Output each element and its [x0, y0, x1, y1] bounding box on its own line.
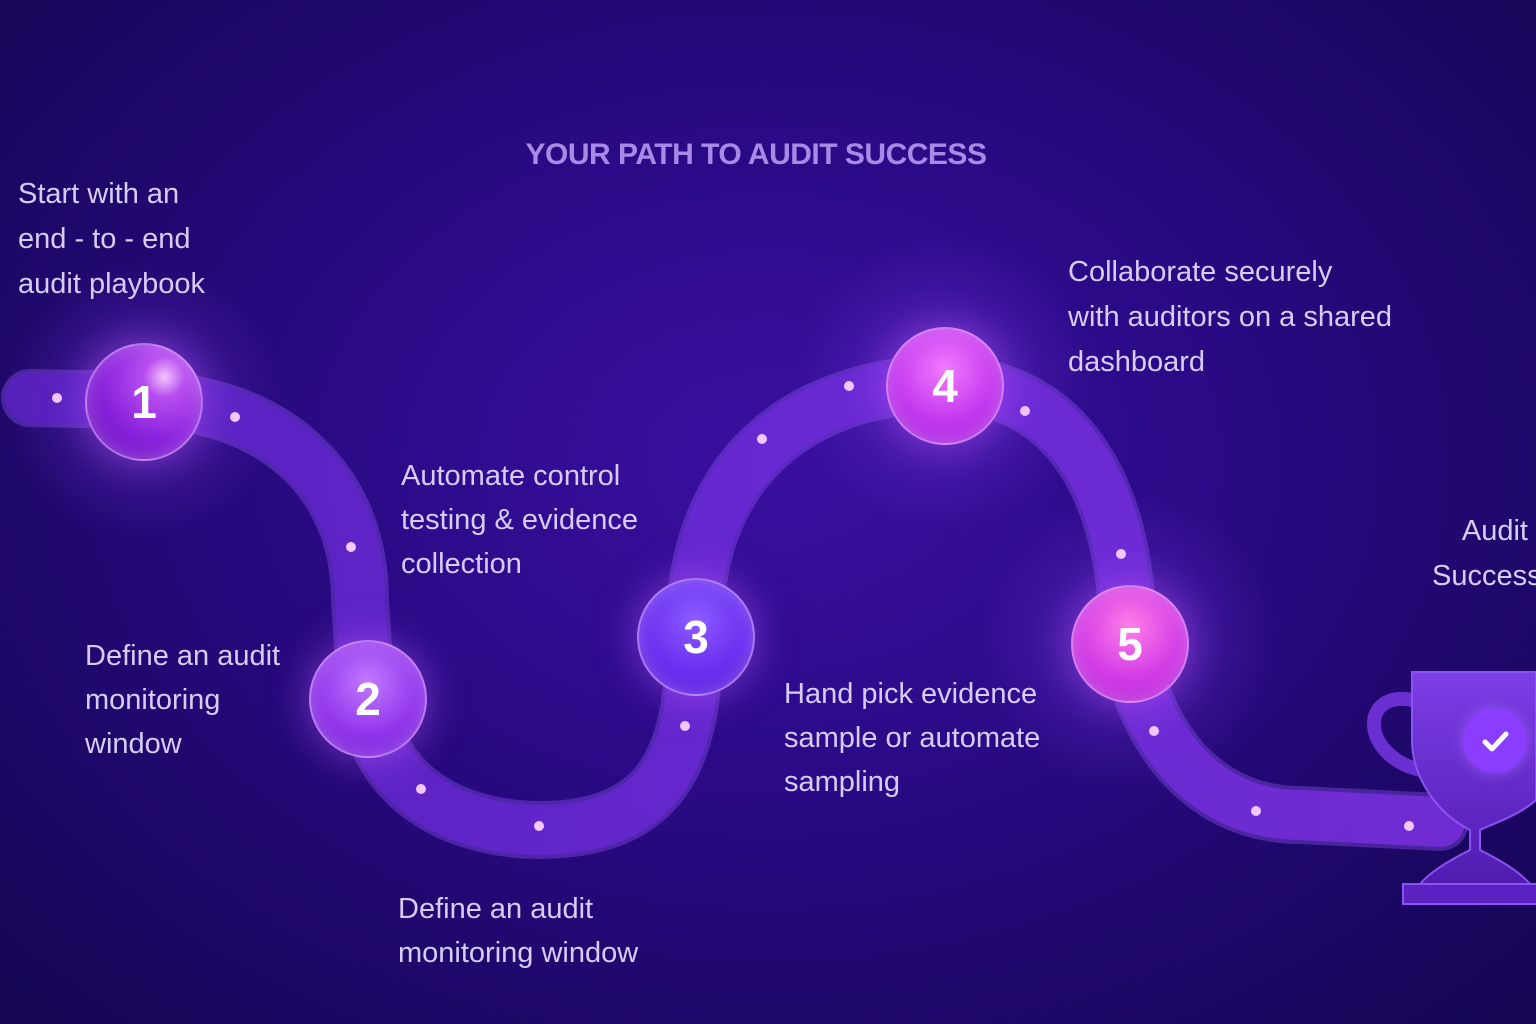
step-3-node: 3: [637, 578, 755, 696]
step-5-label: Hand pick evidence sample or automate sa…: [784, 672, 1040, 804]
track-dot: [1020, 406, 1030, 416]
trophy-icon: [1367, 671, 1536, 905]
track-dot: [346, 542, 356, 552]
track-dot: [680, 721, 690, 731]
label-line: Define an audit: [85, 640, 281, 672]
label-line: Audit: [1461, 515, 1528, 547]
label-line: end - to - end: [18, 223, 191, 255]
extra-label: Define an audit monitoring window: [398, 887, 638, 975]
track-dot: [1404, 821, 1414, 831]
track-dot: [534, 821, 544, 831]
label-line: Hand pick evidence: [784, 678, 1038, 710]
track-dot: [416, 784, 426, 794]
track-dot: [230, 412, 240, 422]
track-dot: [1251, 806, 1261, 816]
label-line: sampling: [784, 766, 901, 798]
goal-label: Audit Success: [1432, 509, 1536, 599]
label-line: sample or automate: [784, 722, 1041, 754]
page-title: YOUR PATH TO AUDIT SUCCESS: [525, 138, 987, 171]
step-3-label: Automate control testing & evidence coll…: [401, 454, 638, 586]
label-line: Start with an: [18, 178, 180, 210]
step-number: 5: [1117, 618, 1143, 670]
step-4-label: Collaborate securely with auditors on a …: [1068, 250, 1392, 385]
label-line: Success: [1432, 560, 1536, 592]
track-dot: [1149, 726, 1159, 736]
step-number: 3: [683, 611, 709, 663]
step-number: 4: [932, 360, 958, 412]
step-1-node: 1: [85, 343, 203, 461]
step-2-node: 2: [309, 640, 427, 758]
step-5-node: 5: [1071, 585, 1189, 703]
label-line: Define an audit: [398, 893, 594, 925]
track-dot: [52, 393, 62, 403]
step-1-label: Start with an end - to - end audit playb…: [18, 172, 205, 307]
label-line: dashboard: [1068, 346, 1206, 378]
track-dot: [757, 434, 767, 444]
label-line: audit playbook: [18, 268, 206, 300]
label-line: monitoring window: [398, 937, 639, 969]
label-line: with auditors on a shared: [1068, 301, 1393, 333]
label-line: monitoring: [85, 684, 221, 716]
label-line: Collaborate securely: [1068, 256, 1333, 288]
checkmark-icon: [1463, 709, 1527, 773]
track-dots: [52, 381, 1414, 831]
label-line: Automate control: [401, 460, 621, 492]
label-line: window: [85, 728, 182, 760]
step-number: 1: [131, 376, 157, 428]
label-line: collection: [401, 548, 522, 580]
track-dot: [844, 381, 854, 391]
step-2-label: Define an audit monitoring window: [85, 634, 280, 766]
label-line: testing & evidence: [401, 504, 638, 536]
step-4-node: 4: [886, 327, 1004, 445]
track-dot: [1116, 549, 1126, 559]
step-number: 2: [355, 673, 381, 725]
